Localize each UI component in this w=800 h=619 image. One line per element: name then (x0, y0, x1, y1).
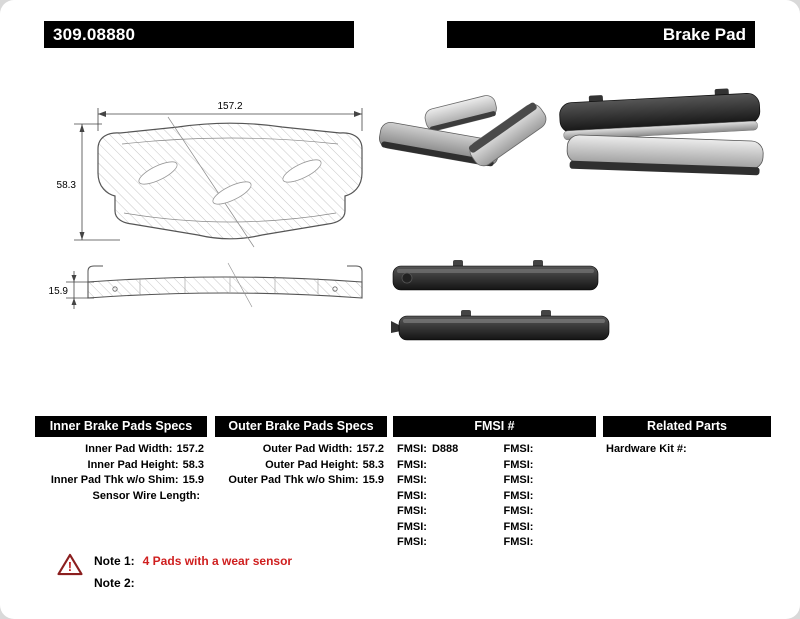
fmsi-label: FMSI: (397, 505, 427, 517)
spec-row: Outer Pad Height:58.3 (215, 458, 387, 474)
spec-value: 58.3 (182, 458, 204, 471)
fmsi-label: FMSI: (397, 474, 427, 486)
spec-row: Outer Pad Thk w/o Shim:15.9 (215, 473, 387, 489)
fmsi-row: FMSI: FMSI: (393, 535, 596, 551)
spec-label: Inner Pad Thk w/o Shim: (50, 474, 179, 486)
spec-row: Sensor Wire Length: (35, 489, 207, 505)
svg-text:!: ! (68, 560, 72, 574)
thickness-dimension-label: 15.9 (49, 286, 69, 297)
part-number: 309.08880 (44, 21, 354, 48)
note-1-text: 4 Pads with a wear sensor (142, 554, 293, 568)
spec-label: Sensor Wire Length: (92, 489, 200, 502)
inner-specs-header: Inner Brake Pads Specs (35, 416, 207, 437)
spec-value: 15.9 (182, 474, 204, 486)
outer-specs-column: Outer Brake Pads Specs Outer Pad Width:1… (215, 416, 387, 489)
warning-icon: ! (57, 553, 83, 576)
pad-photo-profile-1 (392, 260, 599, 291)
related-row: Hardware Kit #: (603, 442, 771, 458)
height-dimension-label: 58.3 (57, 180, 77, 191)
fmsi-label: FMSI: (397, 536, 427, 548)
fmsi-label: FMSI: (503, 474, 534, 486)
spec-label: Inner Pad Width: (85, 443, 173, 455)
width-dimension-label: 157.2 (217, 101, 242, 112)
spec-value: 15.9 (362, 474, 384, 486)
pad-front-view (97, 116, 363, 248)
pad-side-view (87, 262, 363, 308)
height-dimension (74, 123, 120, 241)
fmsi-row: FMSI: FMSI: (393, 473, 596, 489)
fmsi-row: FMSI: FMSI: (393, 489, 596, 505)
pad-photo-right-top (559, 88, 761, 141)
spec-row: Inner Pad Width:157.2 (35, 442, 207, 458)
spec-value: 157.2 (356, 443, 384, 455)
spec-label: Inner Pad Height: (87, 458, 179, 471)
fmsi-label: FMSI: (397, 443, 427, 455)
fmsi-label: FMSI: (397, 520, 427, 533)
fmsi-label: FMSI: (397, 458, 427, 471)
note-1: Note 1: 4 Pads with a wear sensor (94, 554, 292, 568)
pad-technical-drawing: 157.2 58.3 (49, 101, 363, 309)
related-label: Hardware Kit #: (606, 443, 687, 455)
spec-value: 58.3 (362, 458, 384, 471)
product-type-title: Brake Pad (447, 21, 755, 48)
fmsi-label: FMSI: (503, 489, 534, 502)
spec-row: Outer Pad Width:157.2 (215, 442, 387, 458)
fmsi-column: FMSI # FMSI: D888 FMSI: FMSI: FMSI: FMSI:… (393, 416, 596, 551)
pad-photo-angled-3 (468, 102, 547, 167)
spec-row: Inner Pad Thk w/o Shim:15.9 (35, 473, 207, 489)
spec-row: Inner Pad Height:58.3 (35, 458, 207, 474)
pad-photo-angled-1 (424, 95, 497, 132)
spec-label: Outer Pad Height: (265, 458, 359, 471)
related-parts-header: Related Parts (603, 416, 771, 437)
note-2-label: Note 2: (94, 576, 135, 590)
fmsi-row: FMSI: D888 FMSI: (393, 442, 596, 458)
fmsi-label: FMSI: (397, 489, 427, 502)
notes-section: ! Note 1: 4 Pads with a wear sensor Note … (0, 550, 800, 600)
spec-label: Outer Pad Thk w/o Shim: (228, 474, 359, 486)
fmsi-label: FMSI: (503, 505, 534, 517)
spec-label: Outer Pad Width: (262, 443, 353, 455)
fmsi-label: FMSI: (503, 520, 534, 533)
related-parts-column: Related Parts Hardware Kit #: (603, 416, 771, 458)
product-photos (379, 88, 764, 341)
fmsi-label: FMSI: (503, 443, 534, 455)
spec-value: 157.2 (176, 443, 204, 455)
fmsi-row: FMSI: FMSI: (393, 458, 596, 474)
pad-photo-right-bottom (566, 134, 764, 176)
note-2: Note 2: (94, 576, 143, 590)
note-1-label: Note 1: (94, 554, 135, 568)
fmsi-label: FMSI: (503, 536, 534, 548)
outer-specs-header: Outer Brake Pads Specs (215, 416, 387, 437)
inner-specs-column: Inner Brake Pads Specs Inner Pad Width:1… (35, 416, 207, 504)
pad-photo-profile-2 (391, 310, 610, 341)
width-dimension (97, 108, 363, 131)
fmsi-row: FMSI: FMSI: (393, 520, 596, 536)
fmsi-row: FMSI: FMSI: (393, 504, 596, 520)
fmsi-value: D888 (431, 443, 459, 455)
fmsi-header: FMSI # (393, 416, 596, 437)
fmsi-label: FMSI: (503, 458, 534, 471)
